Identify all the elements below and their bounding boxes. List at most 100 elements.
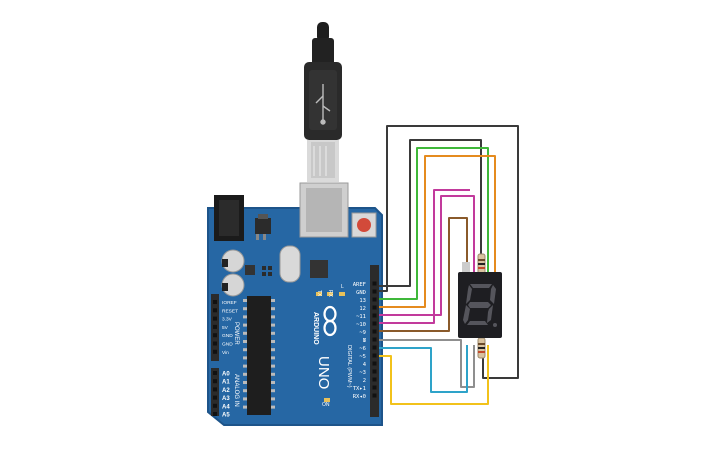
analog-pin-label: A1 [222,380,230,386]
digital-pin-label: 7 [363,338,366,344]
digital-pin-hole[interactable] [372,353,377,358]
chip-pin [243,372,247,376]
digital-pin-hole[interactable] [372,337,377,342]
arduino-logo [323,305,337,337]
chip-pin [243,381,247,384]
chip-pin [271,372,275,376]
arduino-board: TX RX L ON ARDUINO UNO AREF GND 13 12 ~11 ~10… [207,182,383,426]
chip-pin [271,356,275,360]
analog-pin-label: A4 [222,404,230,410]
atmega-chip [243,296,275,415]
led-l-label: L [341,284,344,290]
digital-pin-hole[interactable] [372,377,377,382]
digital-pin-hole[interactable] [372,313,377,318]
digital-pin-label: ~3 [359,370,366,376]
digital-pin-label: 8 [363,338,366,344]
digital-pin-hole[interactable] [372,297,377,302]
wire-orange-pin12 [379,155,496,308]
model-label: UNO [315,356,332,389]
led-rx-label: RX [327,290,333,298]
analog-pin-hole[interactable] [213,412,217,416]
reset-button[interactable] [351,212,377,238]
power-pin-hole[interactable] [213,300,217,304]
power-pin-label: 5V [222,325,229,331]
power-pin-label: RESET [222,308,238,314]
digital-pin-label: GND [356,290,366,296]
analog-pin-hole[interactable] [213,395,217,400]
chip-pin [243,323,247,327]
chip-pin [271,348,275,352]
chip-pin [243,364,247,368]
digital-pin-label: TX▸1 [353,386,366,392]
wire-yellow-pin6 [379,345,489,405]
digital-pin-label: 4 [363,362,367,368]
power-pin-hole[interactable] [213,349,217,354]
digital-pin-label: RX◂0 [353,394,366,400]
seven-segment-display [458,253,502,359]
digital-pin-hole[interactable] [372,393,377,398]
chip-pin [243,315,247,319]
chip-pin [271,299,275,302]
digital-pin-hole[interactable] [372,385,377,390]
wire-magenta-pin11 [379,195,475,316]
digital-pin-hole[interactable] [372,329,377,334]
chip-pin [271,405,275,409]
chip-pin [271,315,275,319]
wire-cyan-pin7 [379,345,468,393]
crystal [279,245,301,283]
analog-pin-label: A3 [222,396,230,402]
brand-label: ARDUINO [312,312,319,345]
digital-pin-hole[interactable] [372,369,377,374]
chip-pin [271,323,275,327]
analog-pin-hole[interactable] [213,387,217,392]
chip-pin [271,381,275,384]
power-pin-hole[interactable] [213,341,217,346]
chip-pin [243,397,247,401]
chip-pin [243,405,247,409]
analog-pin-hole[interactable] [213,403,217,408]
chip-pin [243,340,247,343]
analog-pin-label: A2 [222,388,230,394]
status-leds: TX RX L ON [316,284,345,408]
analog-pin-label: A0 [222,372,230,378]
digital-pin-hole[interactable] [372,281,377,286]
digital-pin-hole[interactable] [372,345,377,350]
wire-gray-pin8 [379,339,475,388]
wires [379,125,519,405]
digital-pin-hole[interactable] [372,321,377,326]
digital-pin-hole[interactable] [372,289,377,294]
chip-pin [243,307,247,311]
power-pin-hole[interactable] [213,308,217,313]
power-pin-hole[interactable] [213,333,217,338]
power-header-title: POWER [233,322,239,345]
digital-pin-label: ~11 [356,314,366,320]
segment-digit [463,284,497,327]
power-pin-hole[interactable] [213,316,217,321]
power-pin-label: GND [222,333,233,339]
digital-pin-label: 12 [359,306,366,312]
power-pin-label: GND [222,342,233,348]
analog-header [211,368,219,416]
digital-header-title: DIGITAL (PWM~) [346,345,352,388]
led-tx-label: TX [316,290,322,297]
analog-pin-hole[interactable] [213,379,217,384]
power-pin-hole[interactable] [213,324,217,329]
power-pin-label: IOREF [222,300,237,306]
chip-pin [243,299,247,302]
digital-pin-label: 2 [363,378,366,384]
digital-pin-hole[interactable] [372,305,377,310]
analog-pin-hole[interactable] [213,371,217,375]
digital-pin-label: 13 [359,298,366,304]
digital-pin-label: ~10 [356,322,366,328]
digital-pin-hole[interactable] [372,361,377,366]
chip-pin [271,340,275,343]
chip-pin [271,307,275,311]
chip-pin [271,364,275,368]
digital-pin-label: AREF [353,282,366,288]
chip-pin [243,331,247,335]
led-on-label: ON [322,402,330,408]
digital-pin-label: ~9 [359,330,366,336]
chip-pin [271,397,275,401]
wire-magenta-pin10 [379,189,470,324]
